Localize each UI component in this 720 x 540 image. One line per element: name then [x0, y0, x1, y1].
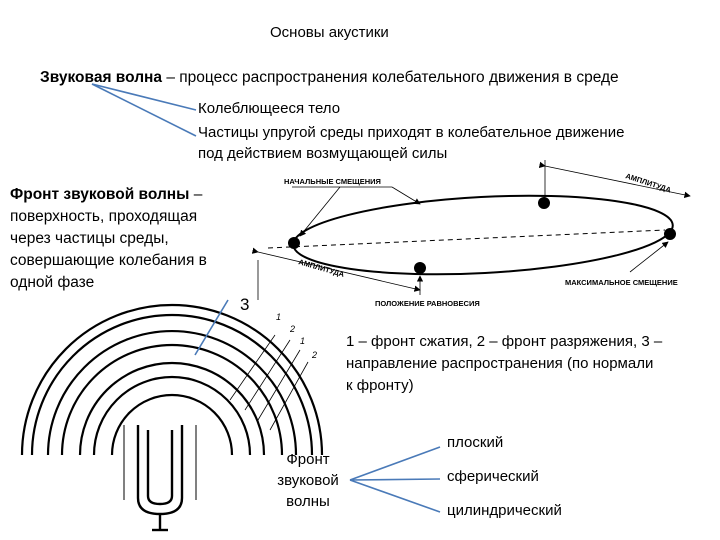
label-equilibrium: ПОЛОЖЕНИЕ РАВНОВЕСИЯ [375, 299, 480, 308]
oscillation-ellipse [292, 194, 674, 276]
wave-front-line-2: поверхность, проходящая [10, 208, 198, 225]
sub-item-vibrating-body: Колеблющееся тело [198, 100, 341, 117]
arrow-to-cylindrical [349, 479, 441, 513]
wave-front-line-4: совершающие колебания в [10, 252, 207, 269]
front-types-title-1: Фронт [286, 451, 330, 468]
wave-front-line-5: одной фазе [10, 274, 95, 291]
left-amplitude-arrow [251, 247, 421, 292]
wave-front-line-1: Фронт звуковой волны – [10, 186, 202, 204]
particle-dot-right [664, 228, 676, 240]
sub-item-elastic-medium: Частицы упругой среды приходят в колебат… [198, 124, 625, 141]
equilibrium-axis [267, 229, 666, 249]
direction-marker-3: 3 [240, 295, 250, 314]
wave-number-1a: 1 [276, 312, 281, 322]
sound-wave-definition: Звуковая волна – процесс распространения… [40, 69, 619, 87]
particle-dot-bottom [414, 262, 426, 274]
sub-item-disturbing-force: под действием возмущающей силы [198, 145, 448, 162]
particle-dot-left [288, 237, 300, 249]
wave-number-1b: 1 [300, 336, 305, 346]
wave-front-line-3: через частицы среды, [10, 230, 169, 247]
direction-arrow-3 [194, 299, 229, 356]
wave-fronts-illustration: 1 2 1 2 [20, 299, 324, 532]
wave-front-term: Фронт звуковой волны [10, 186, 190, 203]
front-types-connector-arrows [349, 446, 441, 513]
arrow-to-elastic-medium [91, 83, 197, 137]
label-amplitude-left: АМПЛИТУДА [297, 257, 346, 279]
top-amplitude-arrow [538, 161, 691, 198]
oscillation-ellipse-diagram: НАЧАЛЬНЫЕ СМЕЩЕНИЯ АМПЛИТУДА АМПЛИТУДА М… [251, 160, 691, 308]
legend-line-2: направление распространения (по нормали [346, 355, 654, 372]
wave-number-2a: 2 [289, 324, 295, 334]
label-initial-shift: НАЧАЛЬНЫЕ СМЕЩЕНИЯ [284, 177, 381, 186]
sound-wave-description: – процесс распространения колебательного… [162, 69, 619, 86]
wave-front-arcs [20, 303, 324, 456]
wave-number-2b: 2 [311, 350, 317, 360]
front-types-title-2: звуковой [277, 472, 339, 489]
front-type-plane: плоский [447, 434, 504, 451]
label-amplitude-top: АМПЛИТУДА [624, 171, 672, 194]
front-type-cylindrical: цилиндрический [447, 502, 562, 519]
wave-rays [229, 334, 309, 431]
legend-line-3: к фронту) [346, 377, 414, 394]
legend-line-1: 1 – фронт сжатия, 2 – фронт разряжения, … [346, 333, 663, 350]
arrow-to-vibrating-body [91, 83, 197, 111]
front-type-spherical: сферический [447, 468, 539, 485]
max-shift-pointer [629, 241, 669, 273]
front-types-title-3: волны [286, 493, 330, 510]
initial-pointer-left [299, 186, 341, 237]
tuning-fork-icon [123, 425, 197, 532]
label-max-shift: МАКСИМАЛЬНОЕ СМЕЩЕНИЕ [565, 278, 678, 287]
particle-dot-top [538, 197, 550, 209]
sound-wave-term: Звуковая волна [40, 69, 163, 86]
wave-front-dash: – [189, 186, 203, 203]
initial-pointer-right [391, 186, 421, 205]
page-title: Основы акустики [270, 24, 389, 41]
arrow-to-spherical [349, 478, 441, 481]
arrow-to-plane [349, 446, 441, 481]
definition-connector-arrows [91, 83, 197, 137]
